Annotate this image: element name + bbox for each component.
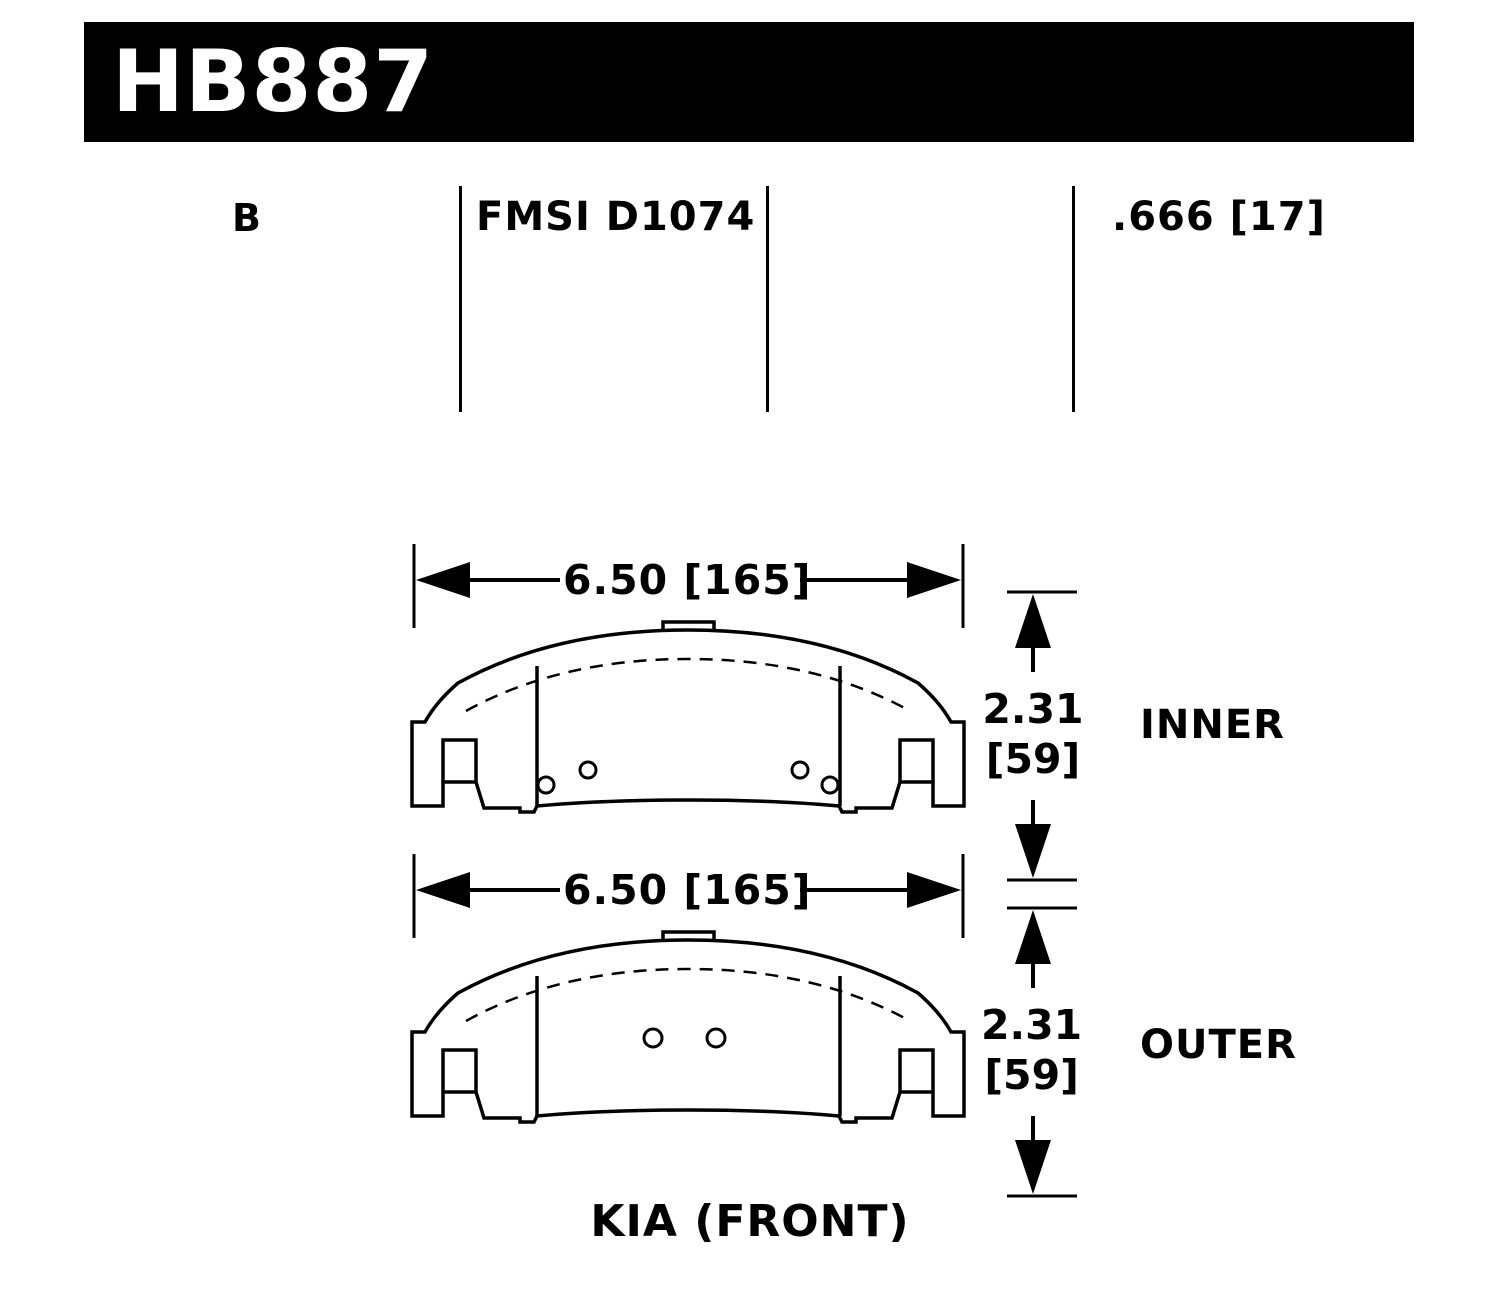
- inner-height-dimension: 2.31 [59]: [981, 684, 1085, 784]
- divider-rule-3: [1072, 186, 1075, 412]
- header-band: [84, 22, 1414, 142]
- divider-rule-2: [766, 186, 769, 412]
- inner-height-mm: [59]: [985, 735, 1081, 783]
- inner-brake-pad-shape: [410, 620, 966, 814]
- inner-height-inches: 2.31: [982, 685, 1084, 733]
- outer-width-dimension: 6.50 [165]: [563, 866, 812, 914]
- outer-brake-pad-shape: [410, 930, 966, 1124]
- page-title: HB887: [112, 32, 435, 132]
- outer-height-mm: [59]: [984, 1051, 1079, 1099]
- inner-pad-label: INNER: [1140, 702, 1285, 748]
- inner-width-dimension: 6.50 [165]: [563, 556, 812, 604]
- compound-code: B: [232, 196, 261, 240]
- thickness-value: .666 [17]: [1112, 194, 1326, 240]
- outer-height-dimension: 2.31 [59]: [981, 1000, 1082, 1100]
- application-caption: KIA (FRONT): [590, 1196, 910, 1247]
- outer-height-inches: 2.31: [981, 1001, 1083, 1049]
- divider-rule-1: [459, 186, 462, 412]
- outer-pad-label: OUTER: [1140, 1022, 1297, 1068]
- fmsi-number: FMSI D1074: [476, 194, 756, 240]
- info-row: B FMSI D1074 .666 [17]: [84, 142, 1414, 282]
